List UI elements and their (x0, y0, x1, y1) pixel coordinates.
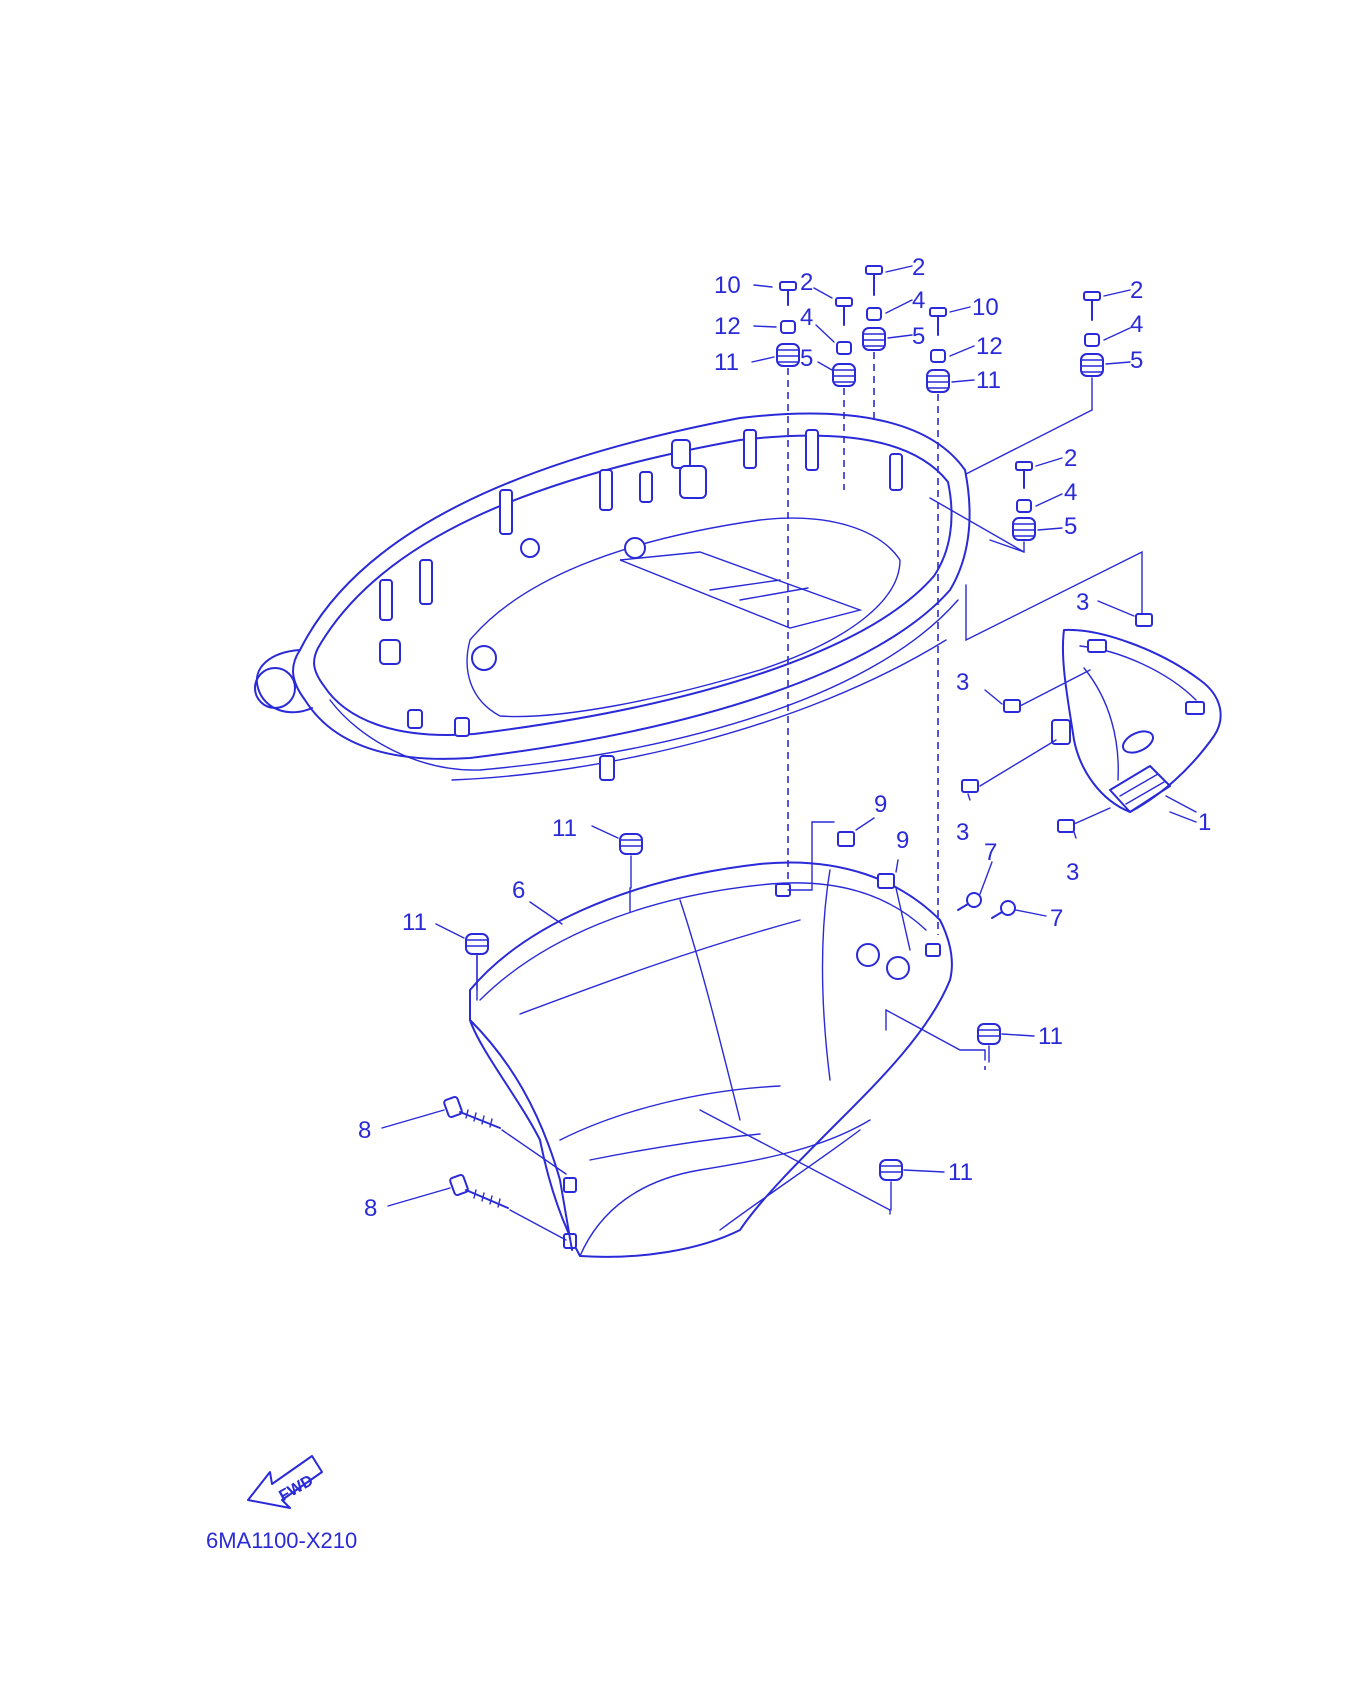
bolt-part-2 (865, 265, 883, 296)
callout-5: 5 (1064, 513, 1077, 540)
callout-10: 10 (972, 294, 999, 321)
callout-labels: 10 2 2 2 2 4 4 4 4 10 12 12 5 5 5 5 11 1… (358, 254, 1211, 1222)
grommet-part-11 (776, 343, 800, 367)
callout-4: 4 (912, 287, 925, 314)
callout-2: 2 (1064, 445, 1077, 472)
callout-4: 4 (1064, 479, 1077, 506)
grommet-top (619, 833, 643, 855)
callout-11: 11 (1038, 1023, 1063, 1050)
callout-11: 11 (552, 815, 577, 842)
bolt-part-2 (1083, 291, 1101, 321)
collar-part-4 (1084, 333, 1100, 347)
callout-10: 10 (714, 272, 741, 299)
fastener-stack-center-b (862, 265, 913, 420)
callout-11: 11 (948, 1159, 973, 1186)
leader-1 (1169, 811, 1197, 823)
grommet-part-11 (926, 369, 950, 393)
callout-3: 3 (1076, 589, 1089, 616)
fastener-stack-right-a (926, 306, 975, 935)
callout-11: 11 (402, 909, 427, 936)
fastener-stack-center-a (813, 287, 856, 490)
callout-11: 11 (714, 349, 739, 376)
callout-1: 1 (1198, 809, 1211, 836)
callout-8: 8 (358, 1117, 371, 1144)
bolt-part-2 (1015, 461, 1033, 489)
callout-9: 9 (874, 791, 887, 818)
bolt-part-10 (929, 307, 947, 336)
callout-6: 6 (512, 877, 525, 904)
callout-12: 12 (976, 333, 1003, 360)
callout-2: 2 (1130, 277, 1143, 304)
clips-part-9 (837, 817, 911, 951)
bottom-cowling-tray (254, 412, 971, 781)
callout-2: 2 (912, 254, 925, 281)
grommet-bottom (879, 1159, 903, 1181)
grommet-part-5 (832, 363, 856, 387)
callout-3: 3 (956, 669, 969, 696)
collar-part-4 (866, 307, 882, 321)
side-cover-part-6 (469, 861, 953, 1258)
bolts-part-8 (381, 1095, 567, 1241)
bolt-part-2 (835, 297, 853, 326)
collar-part-12 (780, 320, 796, 334)
leader-6 (529, 901, 563, 925)
grommet-left (465, 933, 489, 955)
collar-part-4 (836, 341, 852, 355)
fastener-stack-mid-right (929, 457, 1063, 553)
callout-2: 2 (800, 269, 813, 296)
loose-grommets-part-11 (435, 825, 1035, 1211)
callout-5: 5 (1130, 347, 1143, 374)
callout-3: 3 (956, 819, 969, 846)
callout-4: 4 (800, 304, 813, 331)
screws-part-7 (957, 861, 1047, 919)
grommet-part-5 (1080, 353, 1104, 377)
bolt-lower (449, 1173, 567, 1241)
collar-part-4 (1016, 499, 1032, 513)
fwd-arrow-icon: FWD (247, 1455, 323, 1509)
bracket-guide-lines (965, 539, 1143, 642)
callout-7: 7 (1050, 905, 1063, 932)
collar-part-12 (930, 349, 946, 363)
callout-3: 3 (1066, 859, 1079, 886)
bolt-part-10 (779, 281, 797, 306)
callout-5: 5 (912, 323, 925, 350)
rear-bracket-part-1 (1051, 628, 1222, 813)
fastener-stack-left (751, 281, 800, 890)
callout-7: 7 (984, 839, 997, 866)
figure-code: 6MA1100-X210 (206, 1528, 357, 1553)
callout-8: 8 (364, 1195, 377, 1222)
grommet-part-5 (862, 327, 886, 351)
callout-4: 4 (1130, 311, 1143, 338)
bolt-upper (443, 1095, 567, 1175)
callout-12: 12 (714, 313, 741, 340)
callout-11: 11 (976, 367, 1001, 394)
callout-9: 9 (896, 827, 909, 854)
fastener-stack-far-right (965, 289, 1131, 475)
clip-nuts-part-3 (961, 600, 1153, 839)
grommet-right (977, 1023, 1001, 1045)
callout-5: 5 (800, 345, 813, 372)
grommet-part-5 (1012, 517, 1036, 541)
